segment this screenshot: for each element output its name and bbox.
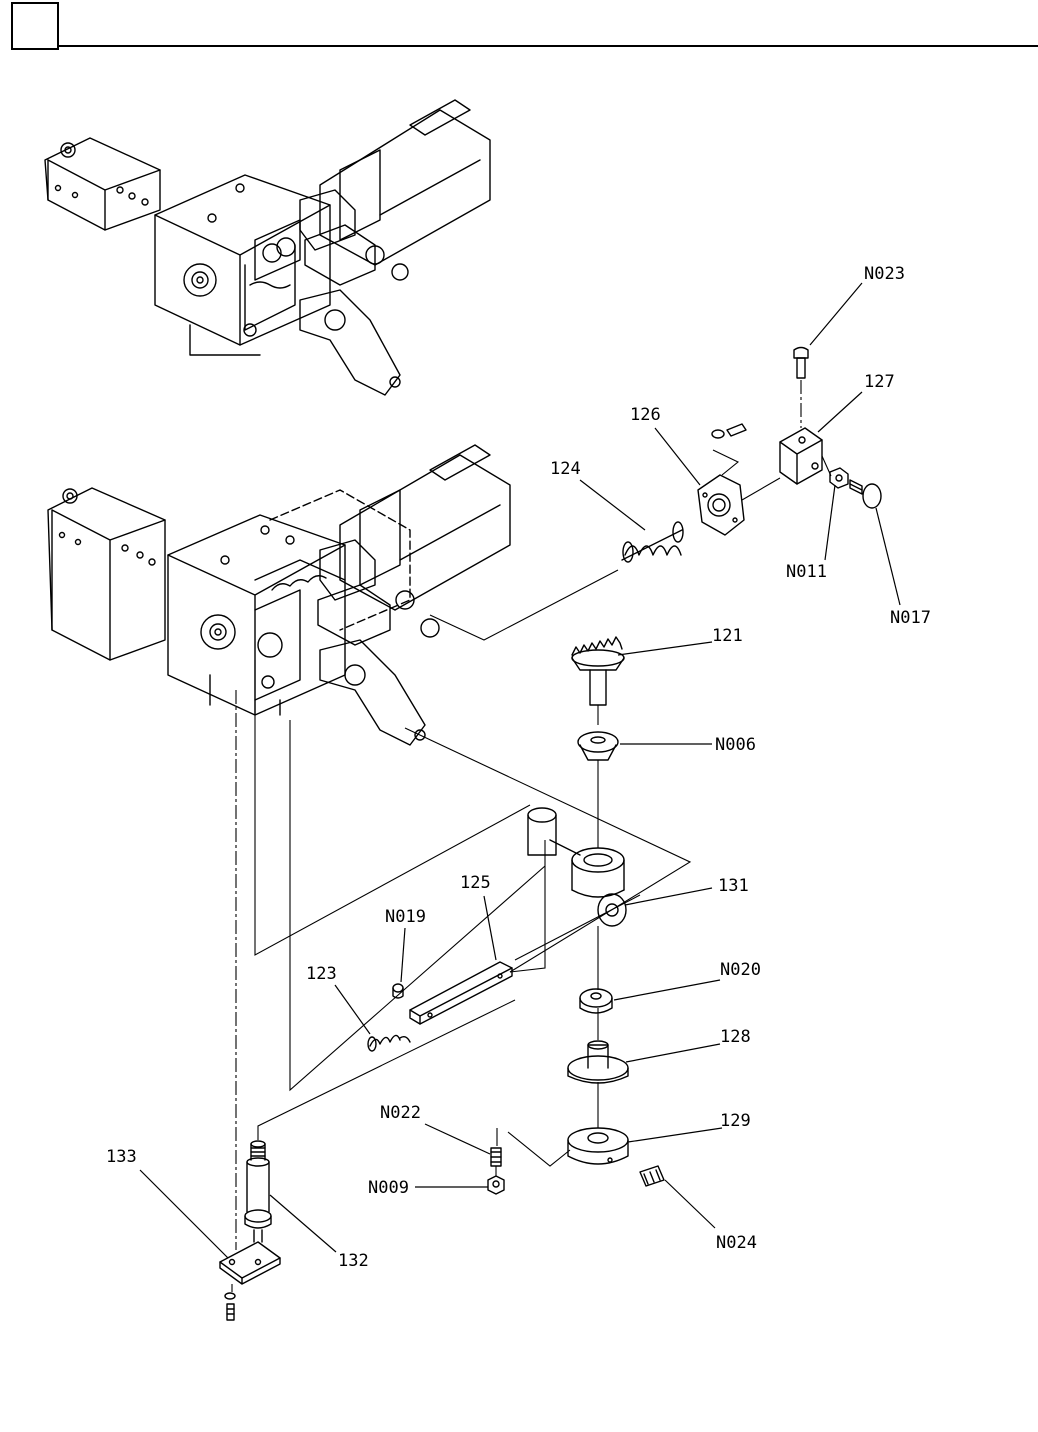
label-133: 133 xyxy=(106,1147,137,1167)
plate-133-drawing xyxy=(220,1242,280,1284)
leader-lines xyxy=(140,283,900,1258)
lever-131-drawing xyxy=(528,808,626,926)
shaft-132-drawing xyxy=(245,1141,271,1242)
disc-128-drawing xyxy=(568,1041,628,1083)
spring-124-drawing xyxy=(622,522,683,562)
label-124: 124 xyxy=(550,459,581,479)
label-n019: N019 xyxy=(385,907,426,927)
label-n020: N020 xyxy=(720,960,761,980)
label-128: 128 xyxy=(720,1027,751,1047)
label-n024: N024 xyxy=(716,1233,757,1253)
pin-n023-drawing xyxy=(794,348,808,379)
block-127-drawing xyxy=(780,428,822,484)
flange-126-drawing xyxy=(698,475,744,535)
screw-n022-drawing xyxy=(491,1148,501,1166)
part-labels: N023 127 126 124 N011 N017 121 N006 125 … xyxy=(106,264,931,1271)
top-assembly-drawing xyxy=(45,100,490,395)
bearing-n020-drawing xyxy=(580,989,612,1013)
label-n009: N009 xyxy=(368,1178,409,1198)
label-127: 127 xyxy=(864,372,895,392)
knob-n017-drawing xyxy=(850,480,881,508)
label-n017: N017 xyxy=(890,608,931,628)
label-n023: N023 xyxy=(864,264,905,284)
label-131: 131 xyxy=(718,876,749,896)
washer-screw-bottom-drawing xyxy=(225,1293,235,1320)
label-121: 121 xyxy=(712,626,743,646)
assembly-lines xyxy=(232,380,831,1292)
label-n006: N006 xyxy=(715,735,756,755)
label-132: 132 xyxy=(338,1251,369,1271)
bushing-n006-drawing xyxy=(578,732,618,760)
screw-washer-drawing xyxy=(712,424,746,438)
collar-129-drawing xyxy=(568,1128,628,1164)
label-n011: N011 xyxy=(786,562,827,582)
label-125: 125 xyxy=(460,873,491,893)
spring-123-drawing xyxy=(368,1035,410,1051)
label-n022: N022 xyxy=(380,1103,421,1123)
nut-n011-drawing xyxy=(830,468,848,488)
pin-n019-drawing xyxy=(393,984,403,998)
label-129: 129 xyxy=(720,1111,751,1131)
setscrew-n024-drawing xyxy=(640,1166,664,1186)
middle-assembly-drawing xyxy=(48,445,510,745)
knob-121-drawing xyxy=(572,637,624,705)
label-126: 126 xyxy=(630,405,661,425)
label-123: 123 xyxy=(306,964,337,984)
nut-n009-drawing xyxy=(488,1176,504,1194)
